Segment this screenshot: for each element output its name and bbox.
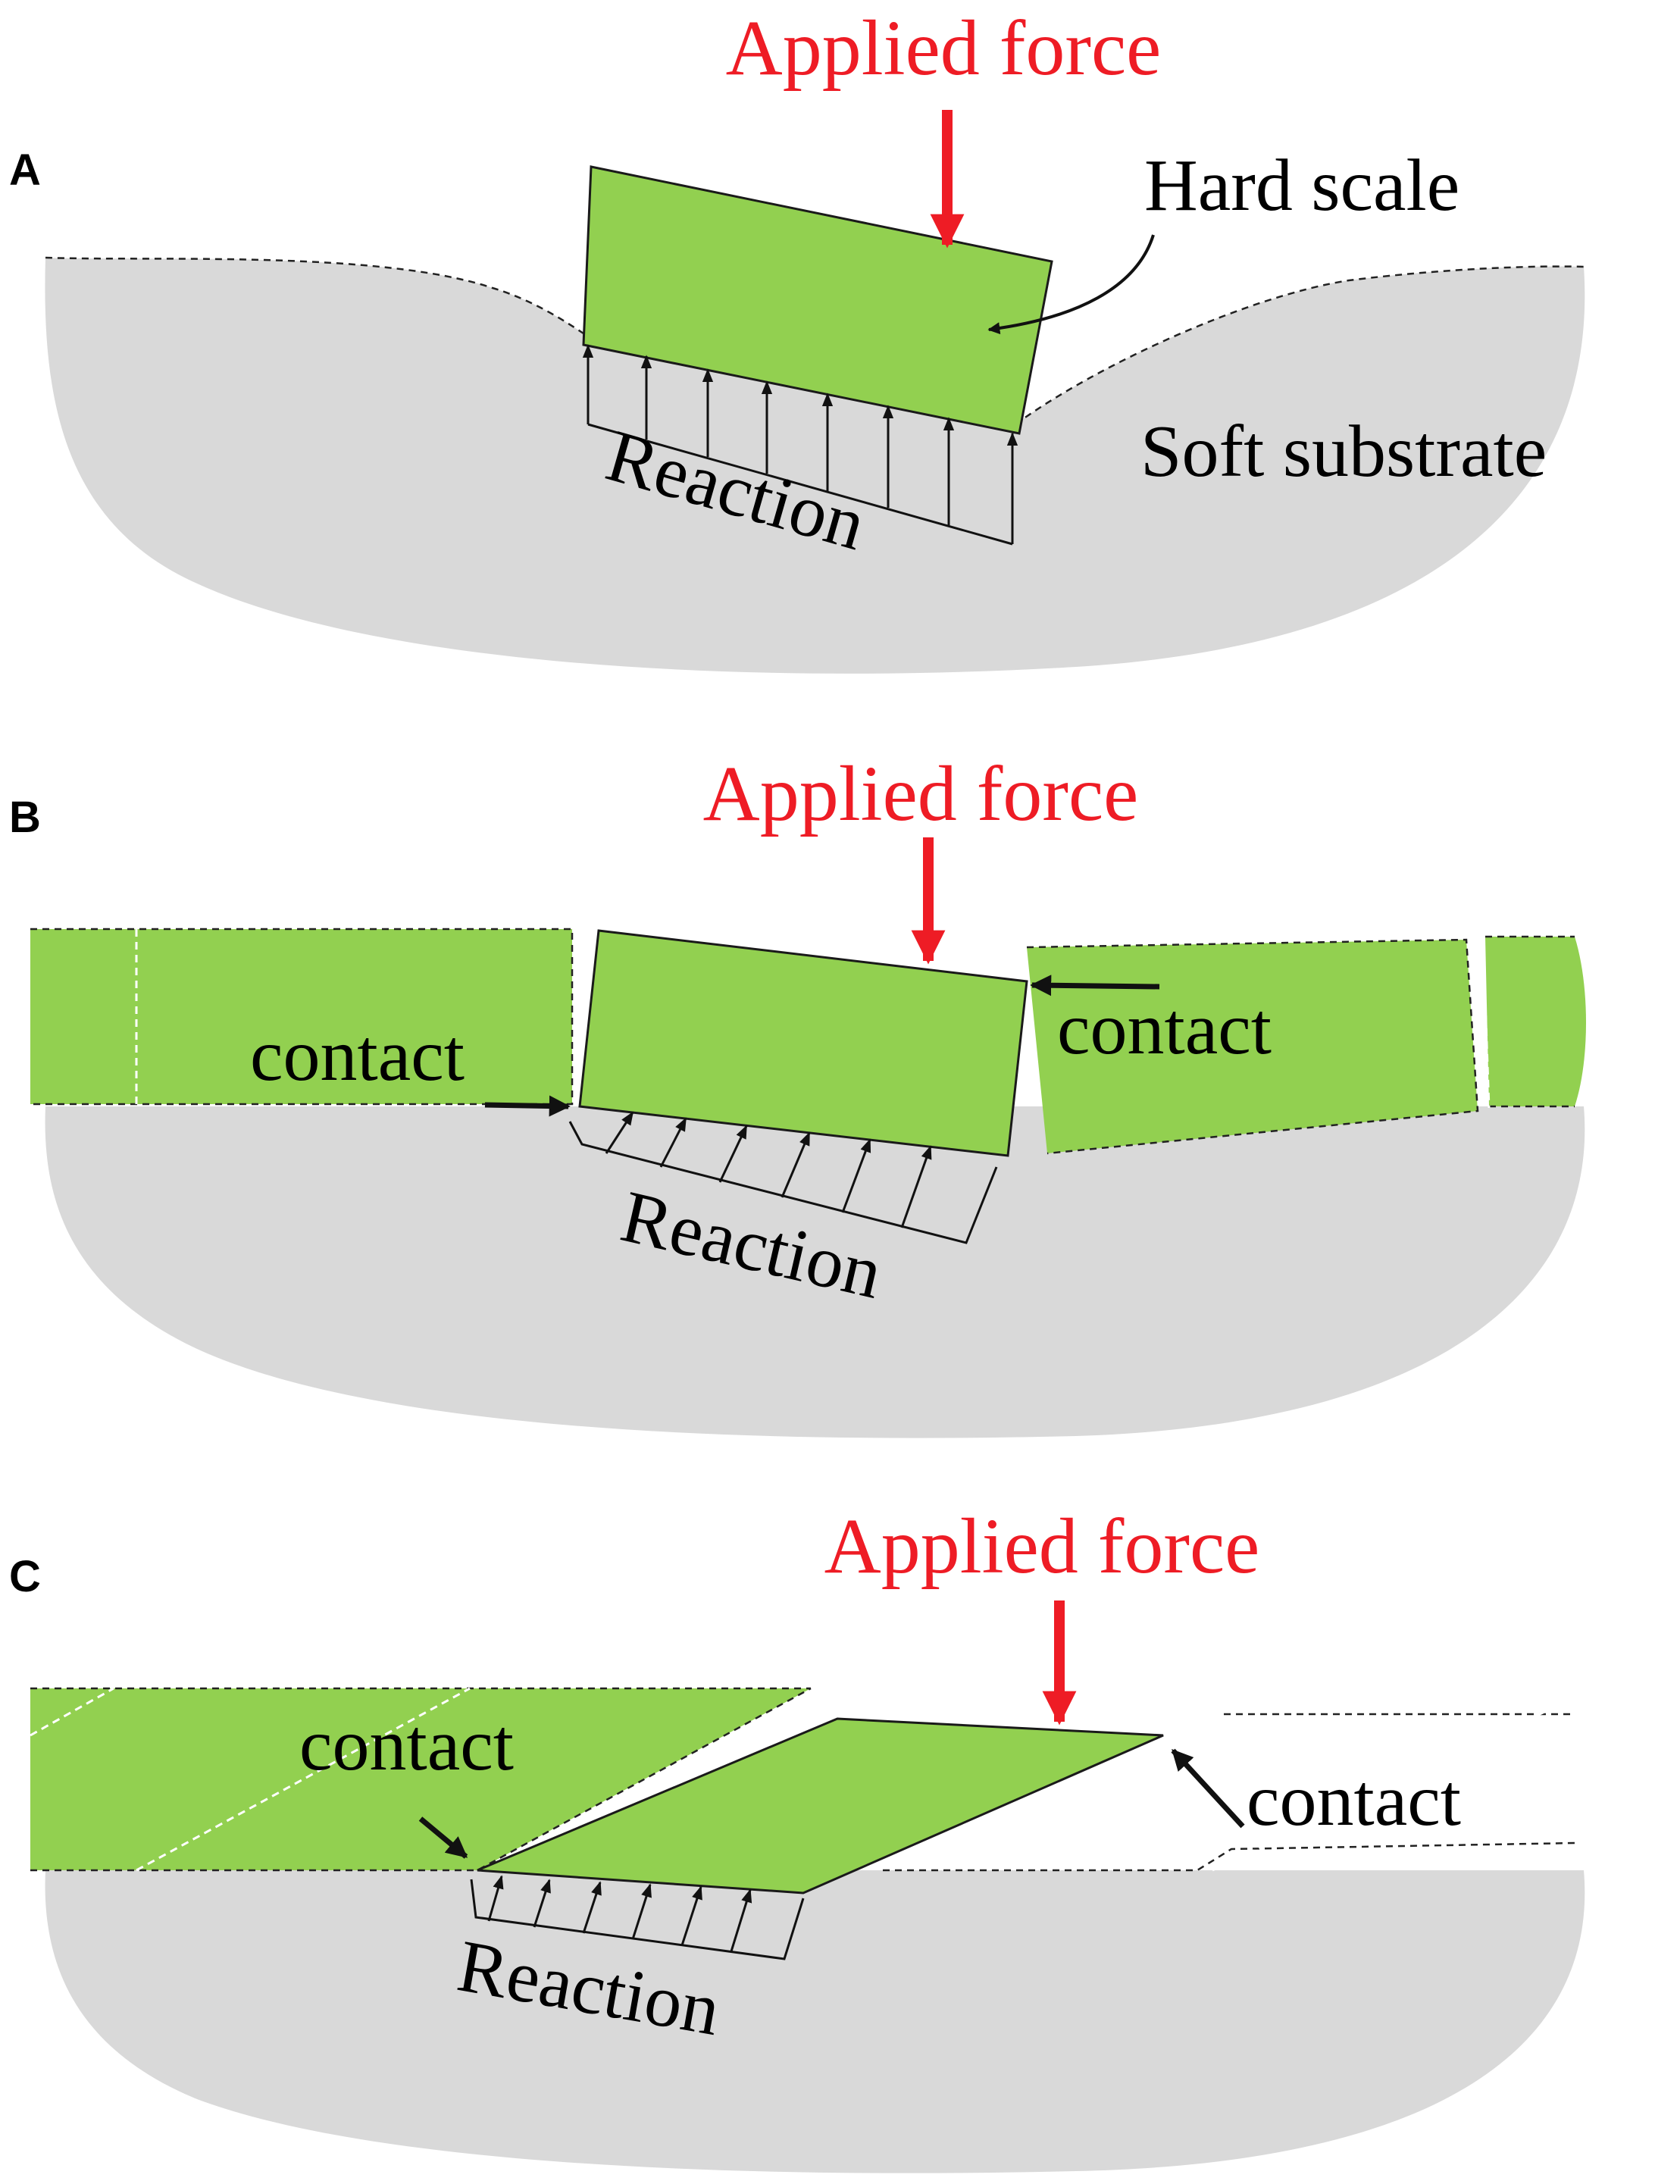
panel-letter-a: A (9, 145, 41, 195)
hard-scale-b (578, 929, 1028, 1157)
hard-scale-pointer (987, 234, 1155, 335)
hard-scale-a (582, 165, 1053, 435)
contact-right-arrow-b (1030, 975, 1160, 997)
reaction-arrows-b (568, 1111, 998, 1244)
applied-force-label-b: Applied force (703, 750, 1139, 837)
contact-left-label-c: contact (299, 1704, 514, 1786)
panel-letter-b: B (9, 793, 41, 842)
soft-substrate-label: Soft substrate (1140, 411, 1547, 493)
applied-force-label-c: Applied force (824, 1503, 1260, 1590)
soft-substrate-b (45, 1106, 1585, 1438)
substrate-surface-a-right (1015, 265, 1585, 426)
contact-right-label-c: contact (1247, 1760, 1461, 1841)
soft-substrate-c (45, 1870, 1585, 2173)
contact-left-arrow-c (418, 1816, 468, 1859)
hard-scale-c (477, 1717, 1164, 1895)
scale-row-c (30, 1687, 1575, 1872)
panel-letter-c: C (9, 1552, 41, 1601)
contact-left-arrow-b (484, 1095, 571, 1117)
reaction-arrows-a (582, 344, 1018, 546)
panel-b: B Reaction Applied force (9, 750, 1586, 1438)
contact-left-label-b: contact (250, 1015, 465, 1097)
applied-force-label-a: Applied force (726, 5, 1162, 92)
contact-right-label-b: contact (1057, 988, 1272, 1070)
reaction-arrows-c (470, 1875, 805, 1960)
substrate-surface-a (45, 256, 584, 335)
contact-right-arrow-c (1171, 1748, 1245, 1829)
soft-substrate-a (45, 258, 1585, 674)
hard-scale-label: Hard scale (1144, 145, 1459, 227)
panel-a: A Reaction Applied force Hard scale Soft… (9, 5, 1585, 674)
panel-c: C Reaction Applied force (9, 1503, 1585, 2173)
scale-row-b (30, 928, 1586, 1155)
